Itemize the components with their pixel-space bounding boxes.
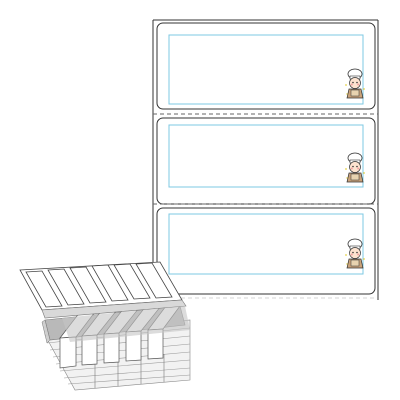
label-3 (156, 207, 376, 295)
unfolding-sheet (19, 261, 190, 342)
label-1 (156, 22, 376, 110)
